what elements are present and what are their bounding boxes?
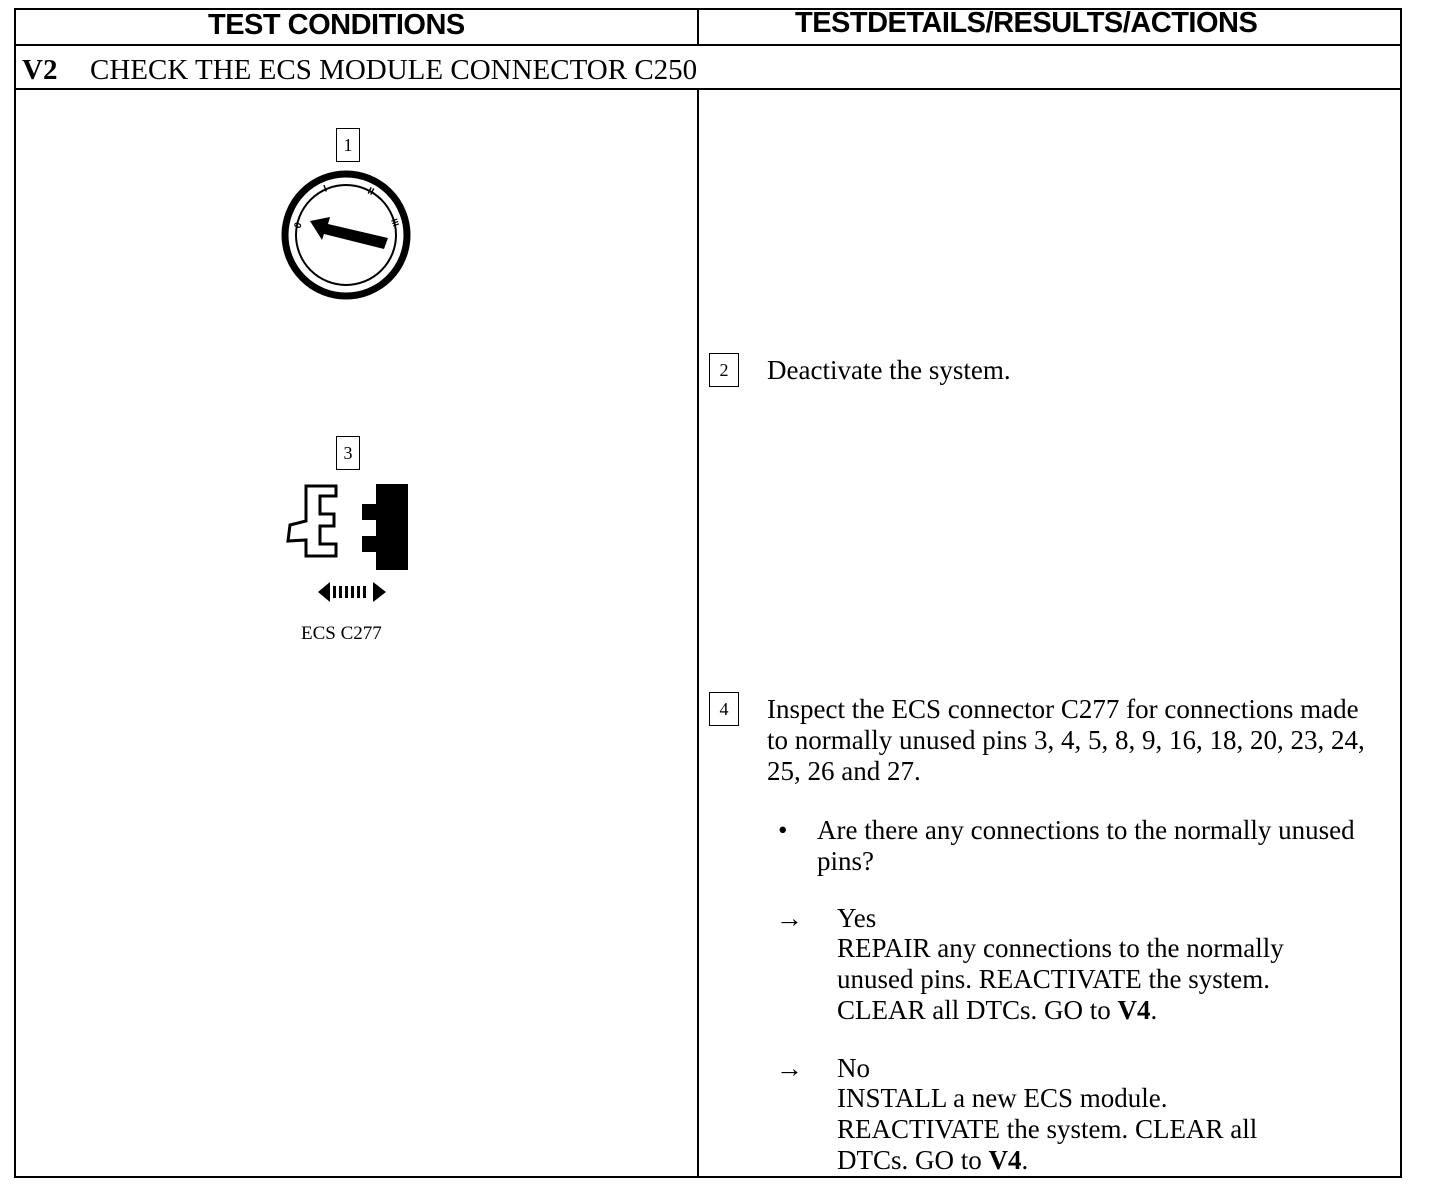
no-arrow: → xyxy=(776,1053,803,1083)
yes-action: REPAIR any connections to the normally u… xyxy=(837,933,1357,1026)
ignition-position-3: III xyxy=(389,217,401,227)
yes-label: Yes xyxy=(837,903,877,933)
header-test-conditions: TEST CONDITIONS xyxy=(208,9,465,41)
yes-goto-step: V4 xyxy=(1117,995,1151,1025)
step-number-2: 2 xyxy=(709,353,739,387)
section-id: V2 xyxy=(22,54,58,86)
body-column-divider xyxy=(697,88,699,1178)
ignition-position-0: 0 xyxy=(292,221,304,230)
section-title: CHECK THE ECS MODULE CONNECTOR C250 xyxy=(90,54,698,86)
connector-disconnect-icon xyxy=(286,484,408,602)
step-2-text: Deactivate the system. xyxy=(767,355,1011,385)
ignition-position-1: I xyxy=(322,183,329,194)
question-bullet: • xyxy=(778,815,788,845)
ignition-switch-icon: 0 I II III xyxy=(281,170,411,300)
yes-action-text: REPAIR any connections to the normally u… xyxy=(837,933,1284,1025)
yes-arrow: → xyxy=(776,903,803,933)
table-frame xyxy=(14,8,1402,1178)
ignition-position-2: II xyxy=(366,186,376,198)
no-action-text: INSTALL a new ECS module. REACTIVATE the… xyxy=(837,1083,1258,1175)
no-goto-step: V4 xyxy=(988,1145,1022,1175)
connector-caption: ECS C277 xyxy=(301,623,382,644)
header-test-details: TESTDETAILS/RESULTS/ACTIONS xyxy=(795,7,1258,39)
step-number-3: 3 xyxy=(336,436,360,470)
no-action-end: . xyxy=(1021,1145,1029,1175)
step-number-1: 1 xyxy=(336,128,360,162)
yes-action-end: . xyxy=(1150,995,1158,1025)
no-action: INSTALL a new ECS module. REACTIVATE the… xyxy=(837,1083,1317,1176)
header-column-divider xyxy=(697,8,699,46)
step-number-4: 4 xyxy=(709,692,739,726)
no-label: No xyxy=(837,1053,870,1083)
header-divider xyxy=(14,44,1402,46)
section-divider xyxy=(14,88,1402,90)
step-4-text: Inspect the ECS connector C277 for conne… xyxy=(767,694,1365,786)
section-heading: V2 CHECK THE ECS MODULE CONNECTOR C250 xyxy=(22,54,697,87)
question-text: Are there any connections to the normall… xyxy=(817,815,1355,876)
